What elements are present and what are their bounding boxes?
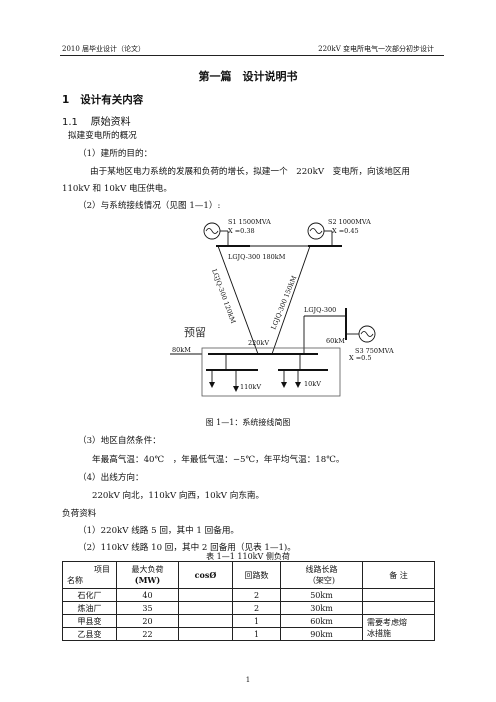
header-name-bottom: 名称 (67, 576, 83, 585)
header-left: 2010 届毕业设计（论文） (62, 45, 146, 53)
cell-length: 50km (280, 588, 363, 602)
cell-length: 60km (280, 614, 363, 628)
system-diagram: S1 1500MVA X =0.38 S2 1000MVA X =0.45 LG… (170, 218, 394, 397)
s3-name: S3 750MVA (355, 347, 394, 355)
cell-max: 35 (116, 601, 179, 615)
s2-reactance: X =0.45 (332, 227, 359, 235)
cell-note-merged: 需要考虑熔 冰措施 (362, 614, 435, 641)
cell-name: 石化厂 (62, 588, 117, 602)
cell-note (362, 588, 435, 602)
line-top-label: LGJQ-300 180kM (228, 253, 286, 261)
cell-note (362, 601, 435, 615)
s2-name: S2 1000MVA (328, 218, 371, 226)
subsection-title: 原始资料 (90, 117, 131, 128)
header-length: 线路长路 （架空) (280, 561, 363, 589)
section-number: 1 (62, 94, 70, 106)
table-row: 石化厂 40 2 50km (62, 588, 435, 602)
cell-loops: 1 (232, 627, 281, 641)
table-header-row: 项目 名称 最大负荷 (MW) cosØ 回路数 线路长路 （架空) 备 注 (62, 561, 435, 589)
dist-80-label: 80kM (172, 346, 191, 354)
cell-cos (178, 627, 233, 641)
header-name-top: 项目 (94, 565, 110, 574)
cell-max: 40 (116, 588, 179, 602)
cell-max: 22 (116, 627, 179, 641)
cell-cos (178, 601, 233, 615)
header-length-top: 线路长路 (305, 565, 338, 574)
header-right: 220kV 变电所电气一次部分初步设计 (318, 45, 434, 53)
para-1-line-2: 110kV 和 10kV 电压供电。 (62, 184, 172, 194)
figure-caption: 图 1—1：系统接线简图 (205, 418, 291, 427)
table-row: 甲县变 20 1 60km 需要考虑熔 冰措施 (62, 614, 435, 641)
line-left-label: LGJQ-300 120kM (210, 268, 237, 325)
generator-s3-symbol (358, 325, 376, 343)
cell-cos (178, 588, 233, 602)
subsection-number: 1.1 (62, 117, 78, 128)
load-item-1: （1）220kV 线路 5 回，其中 1 回备用。 (78, 526, 240, 536)
para-1-line-1: 由于某地区电力系统的发展和负荷的增长，拟建一个 220kV 变电所，向该地区用 (90, 167, 411, 177)
cell-loops: 2 (232, 588, 281, 602)
cell-loops: 2 (232, 601, 281, 615)
header-max-load-top: 最大负荷 (131, 565, 164, 574)
cell-length: 90km (280, 627, 363, 641)
reserve-label: 预留 (184, 326, 206, 339)
section-heading-1: 1 设计有关内容 (62, 92, 143, 107)
table-row: 乙县变 22 1 90km (62, 627, 435, 641)
dist-60-label: 60kM (326, 337, 345, 345)
cell-cos (178, 614, 233, 628)
load-label: 负荷资料 (62, 509, 97, 519)
bus-220kv-label: 220kV (248, 339, 269, 347)
cell-max: 20 (116, 614, 179, 628)
page-number: 1 (245, 676, 251, 684)
section-title: 设计有关内容 (80, 94, 144, 106)
section-heading-1-1: 1.1 原始资料 (62, 113, 131, 128)
line-right-label: LGJQ-300 (304, 306, 336, 314)
line-mid-label: LGJQ-300 150kM (269, 274, 298, 330)
header-length-bottom: （架空) (307, 576, 336, 585)
note-line-2: 冰措施 (367, 628, 391, 638)
cell-loops: 1 (232, 614, 281, 628)
line-s2-substation (271, 245, 311, 355)
header-loops: 回路数 (232, 561, 281, 589)
note-line-1: 需要考虑熔 (367, 617, 407, 627)
substation-box (201, 347, 341, 397)
item-1: （1）建所的目的： (78, 149, 153, 159)
item-2: （2）与系统接线情况（见图 1—1）: (78, 201, 221, 211)
line-s1-substation (217, 245, 259, 355)
header-max-load-unit: (MW) (134, 575, 161, 585)
bus-10kv-label: 10kV (304, 380, 321, 388)
cell-name: 炼油厂 (62, 601, 117, 615)
load-item-2: （2）110kV 线路 10 回，其中 2 回备用（见表 1—1)。 (78, 543, 296, 553)
s1-name: S1 1500MVA (228, 218, 271, 226)
cell-name: 乙县变 (62, 627, 117, 641)
header-rule (60, 55, 444, 56)
header-cos: cosØ (178, 561, 233, 589)
bus-110kv-label: 110kV (240, 383, 261, 391)
cell-name: 甲县变 (62, 614, 117, 628)
overview-label: 拟建变电所的概况 (68, 131, 137, 141)
cell-length: 30km (280, 601, 363, 615)
table-caption: 表 1—1 110kV 侧负荷 (206, 552, 290, 561)
header-note: 备 注 (362, 561, 435, 589)
directions-text: 220kV 向北，110kV 向西，10kV 向东南。 (92, 491, 265, 501)
load-table: 项目 名称 最大负荷 (MW) cosØ 回路数 线路长路 （架空) 备 注 石… (62, 561, 435, 641)
header-max-load: 最大负荷 (MW) (116, 561, 179, 589)
item-4: （4）出线方向： (78, 473, 144, 483)
item-3: （3）地区自然条件： (78, 436, 161, 446)
page-title: 第一篇 设计说明书 (198, 70, 298, 83)
climate-text: 年最高气温：40℃ ，年最低气温：−5℃，年平均气温：18℃。 (92, 455, 345, 465)
header-name: 项目 名称 (62, 561, 117, 589)
s1-reactance: X =0.38 (228, 227, 255, 235)
s3-reactance: X =0.5 (349, 354, 371, 362)
table-row: 炼油厂 35 2 30km (62, 601, 435, 615)
